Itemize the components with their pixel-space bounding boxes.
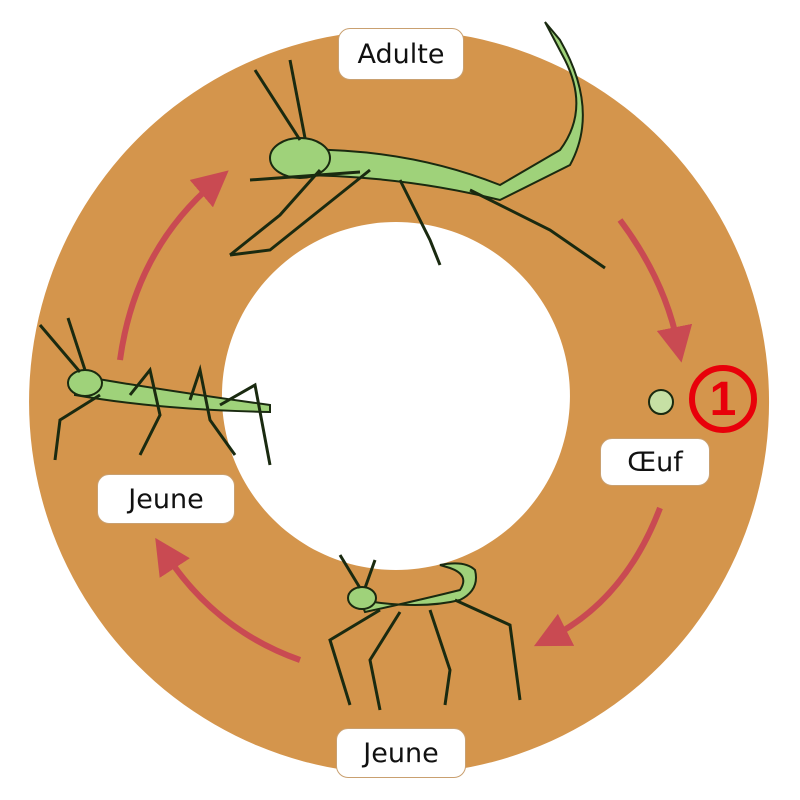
cycle-ring [29, 30, 770, 775]
young-stick-insect-icon [38, 317, 272, 466]
egg-icon [648, 389, 674, 415]
number-badge: 1 [689, 365, 757, 433]
nymph-stick-insect-icon [328, 554, 522, 711]
arrow-adult-to-egg [617, 218, 693, 363]
stage-label-young-left: Jeune [97, 474, 235, 524]
arrow-young-to-adult [117, 170, 229, 361]
arrow-young-to-young [155, 537, 301, 663]
adult-stick-insect-icon [229, 21, 606, 270]
stage-label-young-bottom: Jeune [336, 728, 466, 778]
stage-label-egg: Œuf [600, 438, 710, 486]
stage-label-adult: Adulte [338, 28, 464, 80]
arrow-egg-to-young [533, 506, 663, 647]
